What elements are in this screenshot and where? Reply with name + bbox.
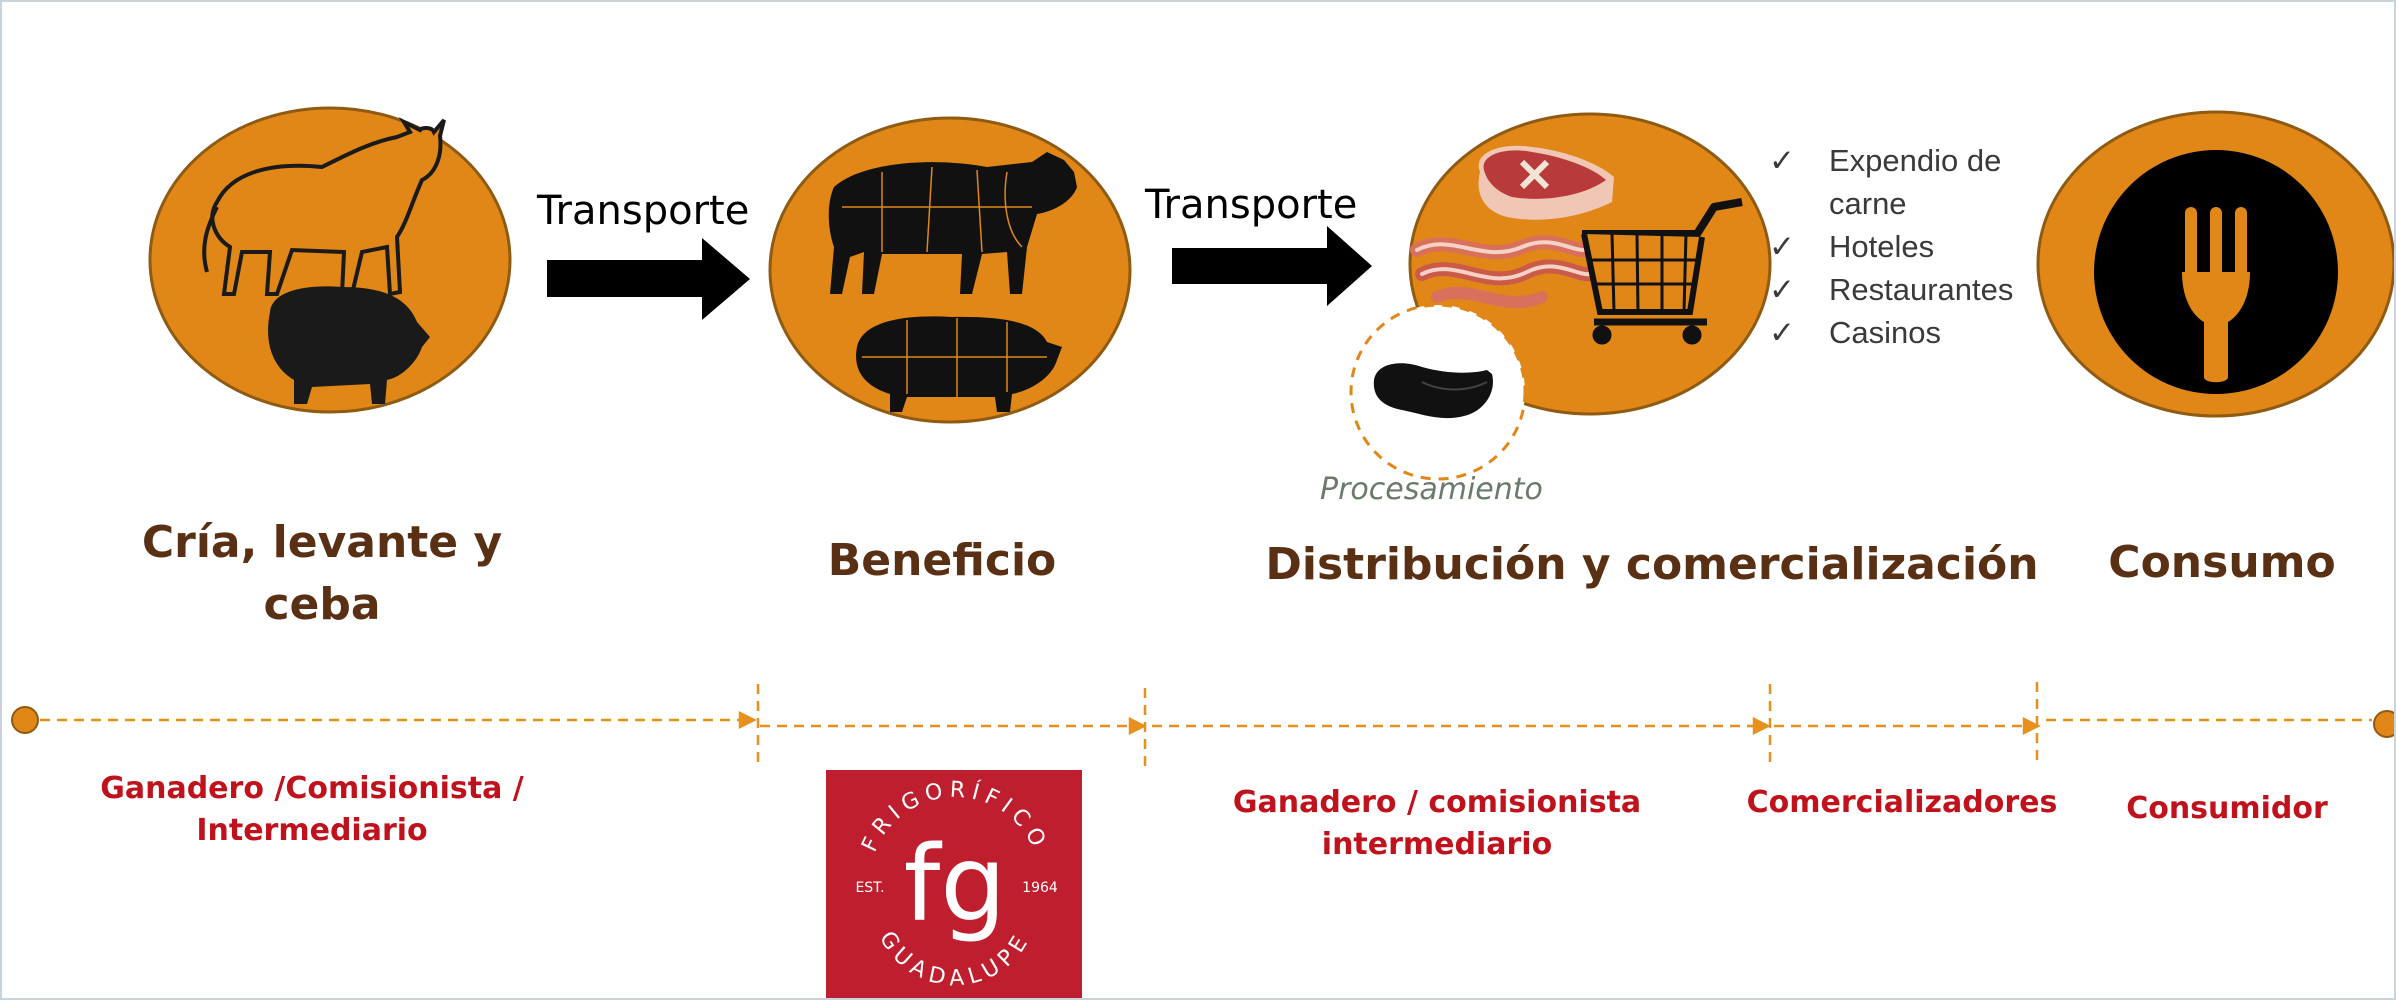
- logo-monogram: fg: [904, 823, 1007, 945]
- transport-arrow-2: [1172, 226, 1372, 306]
- stage-title-distribucion: Distribución y comercialización: [1265, 539, 2039, 590]
- steak-icon: [1478, 145, 1614, 220]
- stage-title-consumo: Consumo: [2108, 537, 2336, 588]
- shopping-cart-icon: [1581, 198, 1743, 345]
- beef-cuts-icon: [828, 152, 1077, 294]
- actor-ganadero-1: Ganadero /Comisionista / Intermediario: [100, 771, 524, 848]
- logo-est: EST.: [855, 880, 884, 896]
- cattle-icon: [202, 117, 446, 297]
- sausage-icon: [1373, 363, 1493, 419]
- timeline: [11, 682, 2394, 766]
- actor-ganadero-2: Ganadero / comisionista intermediario: [1232, 785, 1642, 862]
- stage-consumo-circle: [2036, 110, 2394, 418]
- stage-beneficio-circle: [768, 116, 1132, 424]
- destination-expendio: ✓ Expendio de: [1769, 139, 2001, 182]
- destination-casinos: ✓ Casinos: [1769, 311, 1941, 354]
- destination-hoteles: ✓ Hoteles: [1769, 225, 1934, 268]
- stage-title-beneficio: Beneficio: [827, 535, 1057, 586]
- check-icon: ✓: [1769, 143, 1795, 178]
- pig-icon: [268, 286, 430, 404]
- pork-cuts-icon: [856, 316, 1062, 412]
- transport-arrow-1: [547, 238, 750, 320]
- bacon-icon: [1410, 235, 1599, 309]
- stage-title-cria: Cría, levante y ceba: [141, 517, 503, 630]
- check-icon: ✓: [1769, 315, 1795, 350]
- logo-year: 1964: [1022, 880, 1058, 896]
- destination-expendio-line2: carne: [1829, 186, 1907, 221]
- transport-label-1: Transporte: [537, 188, 750, 234]
- actor-consumidor: Consumidor: [2126, 791, 2328, 826]
- check-icon: ✓: [1769, 229, 1795, 264]
- check-icon: ✓: [1769, 272, 1795, 307]
- fork-icon: [2182, 207, 2250, 383]
- stage-cria-circle: [148, 106, 512, 414]
- frigorifico-guadalupe-logo: FRIGORÍFICO GUADALUPE fg EST. 1964: [826, 770, 1082, 998]
- destination-restaurantes: ✓ Restaurantes: [1769, 268, 2013, 311]
- processing-circle: [1349, 303, 1527, 481]
- actor-comercializadores: Comercializadores: [1746, 785, 2058, 820]
- processing-label: Procesamiento: [1320, 472, 1543, 507]
- transport-label-2: Transporte: [1145, 182, 1358, 228]
